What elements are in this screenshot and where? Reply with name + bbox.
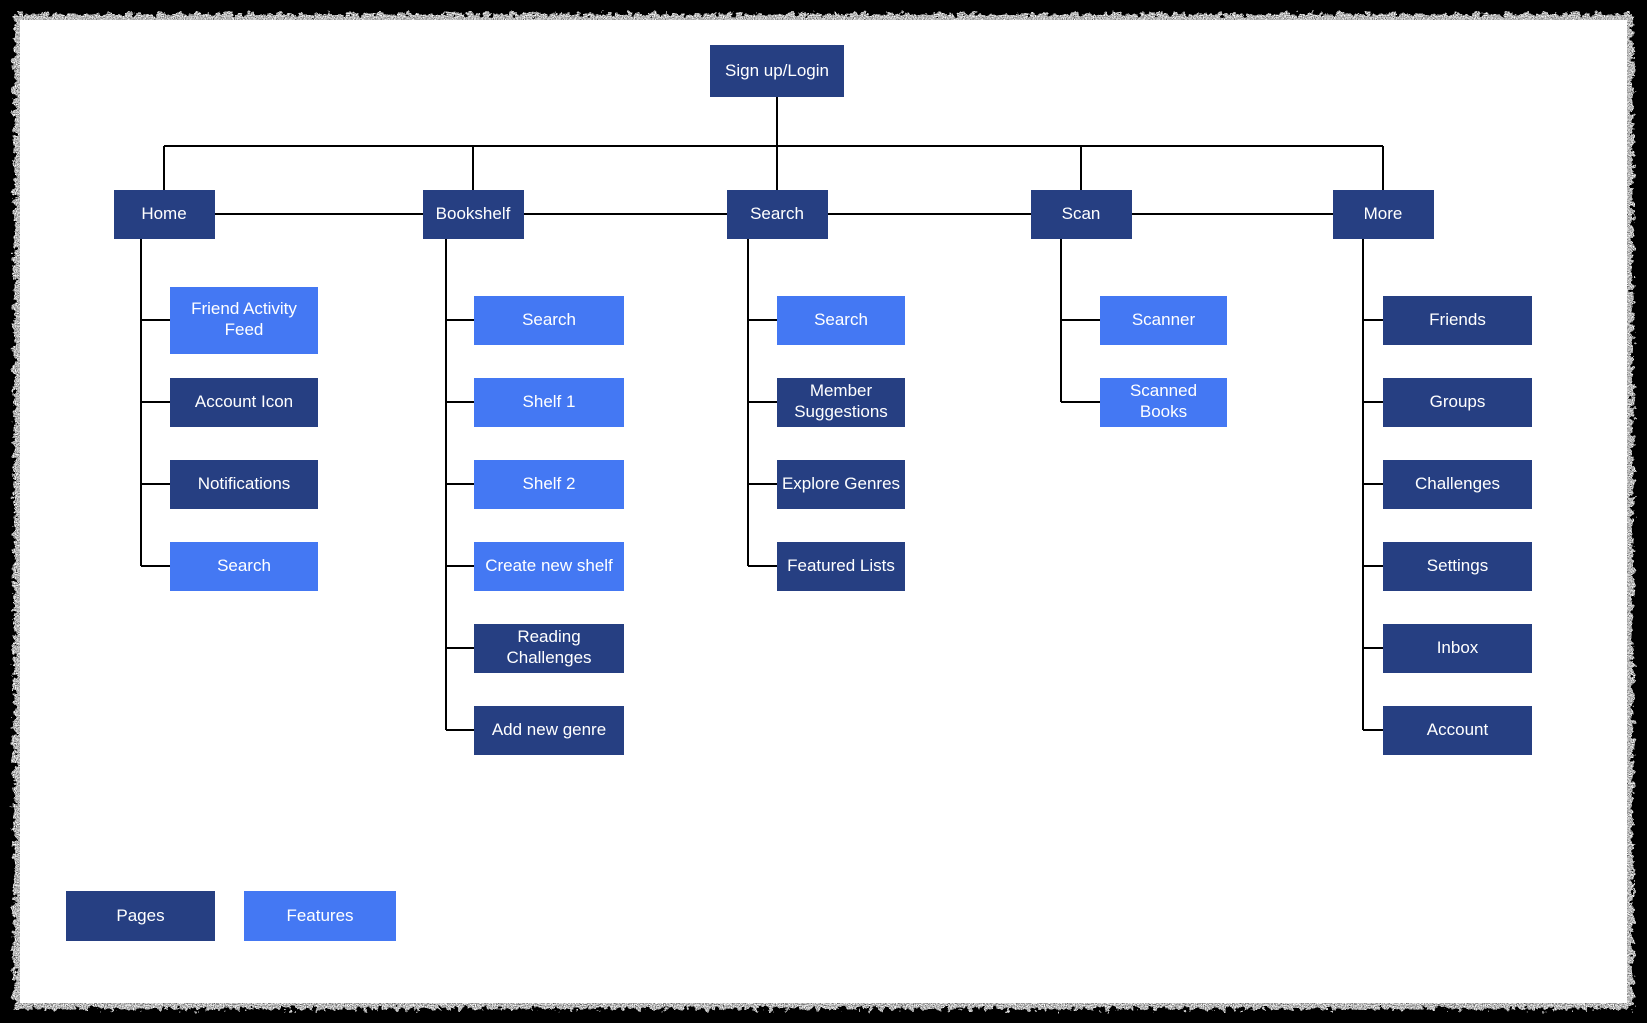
node-account: Account (1383, 705, 1532, 755)
node-search: Search (170, 541, 318, 591)
connector-line (827, 213, 1031, 215)
node-bookshelf: Bookshelf (422, 190, 524, 239)
node-friends: Friends (1383, 295, 1532, 345)
connector-line (748, 319, 777, 321)
node-search: Search (474, 295, 624, 345)
connector-line (1363, 729, 1383, 731)
connector-line (446, 565, 474, 567)
node-add-new-genre: Add new genre (474, 705, 624, 755)
node-search: Search (726, 190, 828, 239)
node-inbox: Inbox (1383, 623, 1532, 673)
connector-line (1363, 483, 1383, 485)
connector-line (446, 319, 474, 321)
connector-line (472, 146, 474, 190)
connector-line (1363, 319, 1383, 321)
connector-line (1363, 401, 1383, 403)
connector-line (776, 97, 778, 146)
node-shelf-1: Shelf 1 (474, 377, 624, 427)
node-create-new-shelf: Create new shelf (474, 541, 624, 591)
connector-line (141, 319, 170, 321)
connector-line (446, 401, 474, 403)
node-groups: Groups (1383, 377, 1532, 427)
connector-line (1061, 401, 1100, 403)
node-shelf-2: Shelf 2 (474, 459, 624, 509)
connector-line (141, 483, 170, 485)
connector-line (1363, 565, 1383, 567)
connector-line (748, 483, 777, 485)
connector-line (164, 145, 1383, 147)
node-explore-genres: Explore Genres (777, 459, 905, 509)
node-featured-lists: Featured Lists (777, 541, 905, 591)
node-scan: Scan (1030, 190, 1132, 239)
node-search: Search (777, 295, 905, 345)
connector-line (1080, 146, 1082, 190)
node-notifications: Notifications (170, 459, 318, 509)
connector-line (141, 401, 170, 403)
connector-line (1131, 213, 1333, 215)
node-scanned-books: Scanned Books (1100, 377, 1227, 427)
node-home: Home (113, 190, 215, 239)
connector-line (1363, 647, 1383, 649)
connector-line (446, 729, 474, 731)
node-reading-challenges: Reading Challenges (474, 623, 624, 673)
node-account-icon: Account Icon (170, 377, 318, 427)
connector-line (163, 146, 165, 190)
connector-line (446, 647, 474, 649)
connector-line (748, 401, 777, 403)
node-settings: Settings (1383, 541, 1532, 591)
connector-line (776, 146, 778, 190)
node-member-suggestions: Member Suggestions (777, 377, 905, 427)
legend-pages-chip: Pages (66, 891, 215, 941)
connector-line (1382, 146, 1384, 190)
node-challenges: Challenges (1383, 459, 1532, 509)
node-more: More (1332, 190, 1434, 239)
connector-line (446, 483, 474, 485)
connector-line (1061, 319, 1100, 321)
connector-line (141, 565, 170, 567)
connector-line (214, 213, 423, 215)
node-scanner: Scanner (1100, 295, 1227, 345)
connector-line (748, 565, 777, 567)
legend-features-chip: Features (244, 891, 396, 941)
connector-line (523, 213, 727, 215)
node-sign-up-login: Sign up/Login (710, 45, 844, 97)
node-friend-activity-feed: Friend Activity Feed (170, 286, 318, 354)
